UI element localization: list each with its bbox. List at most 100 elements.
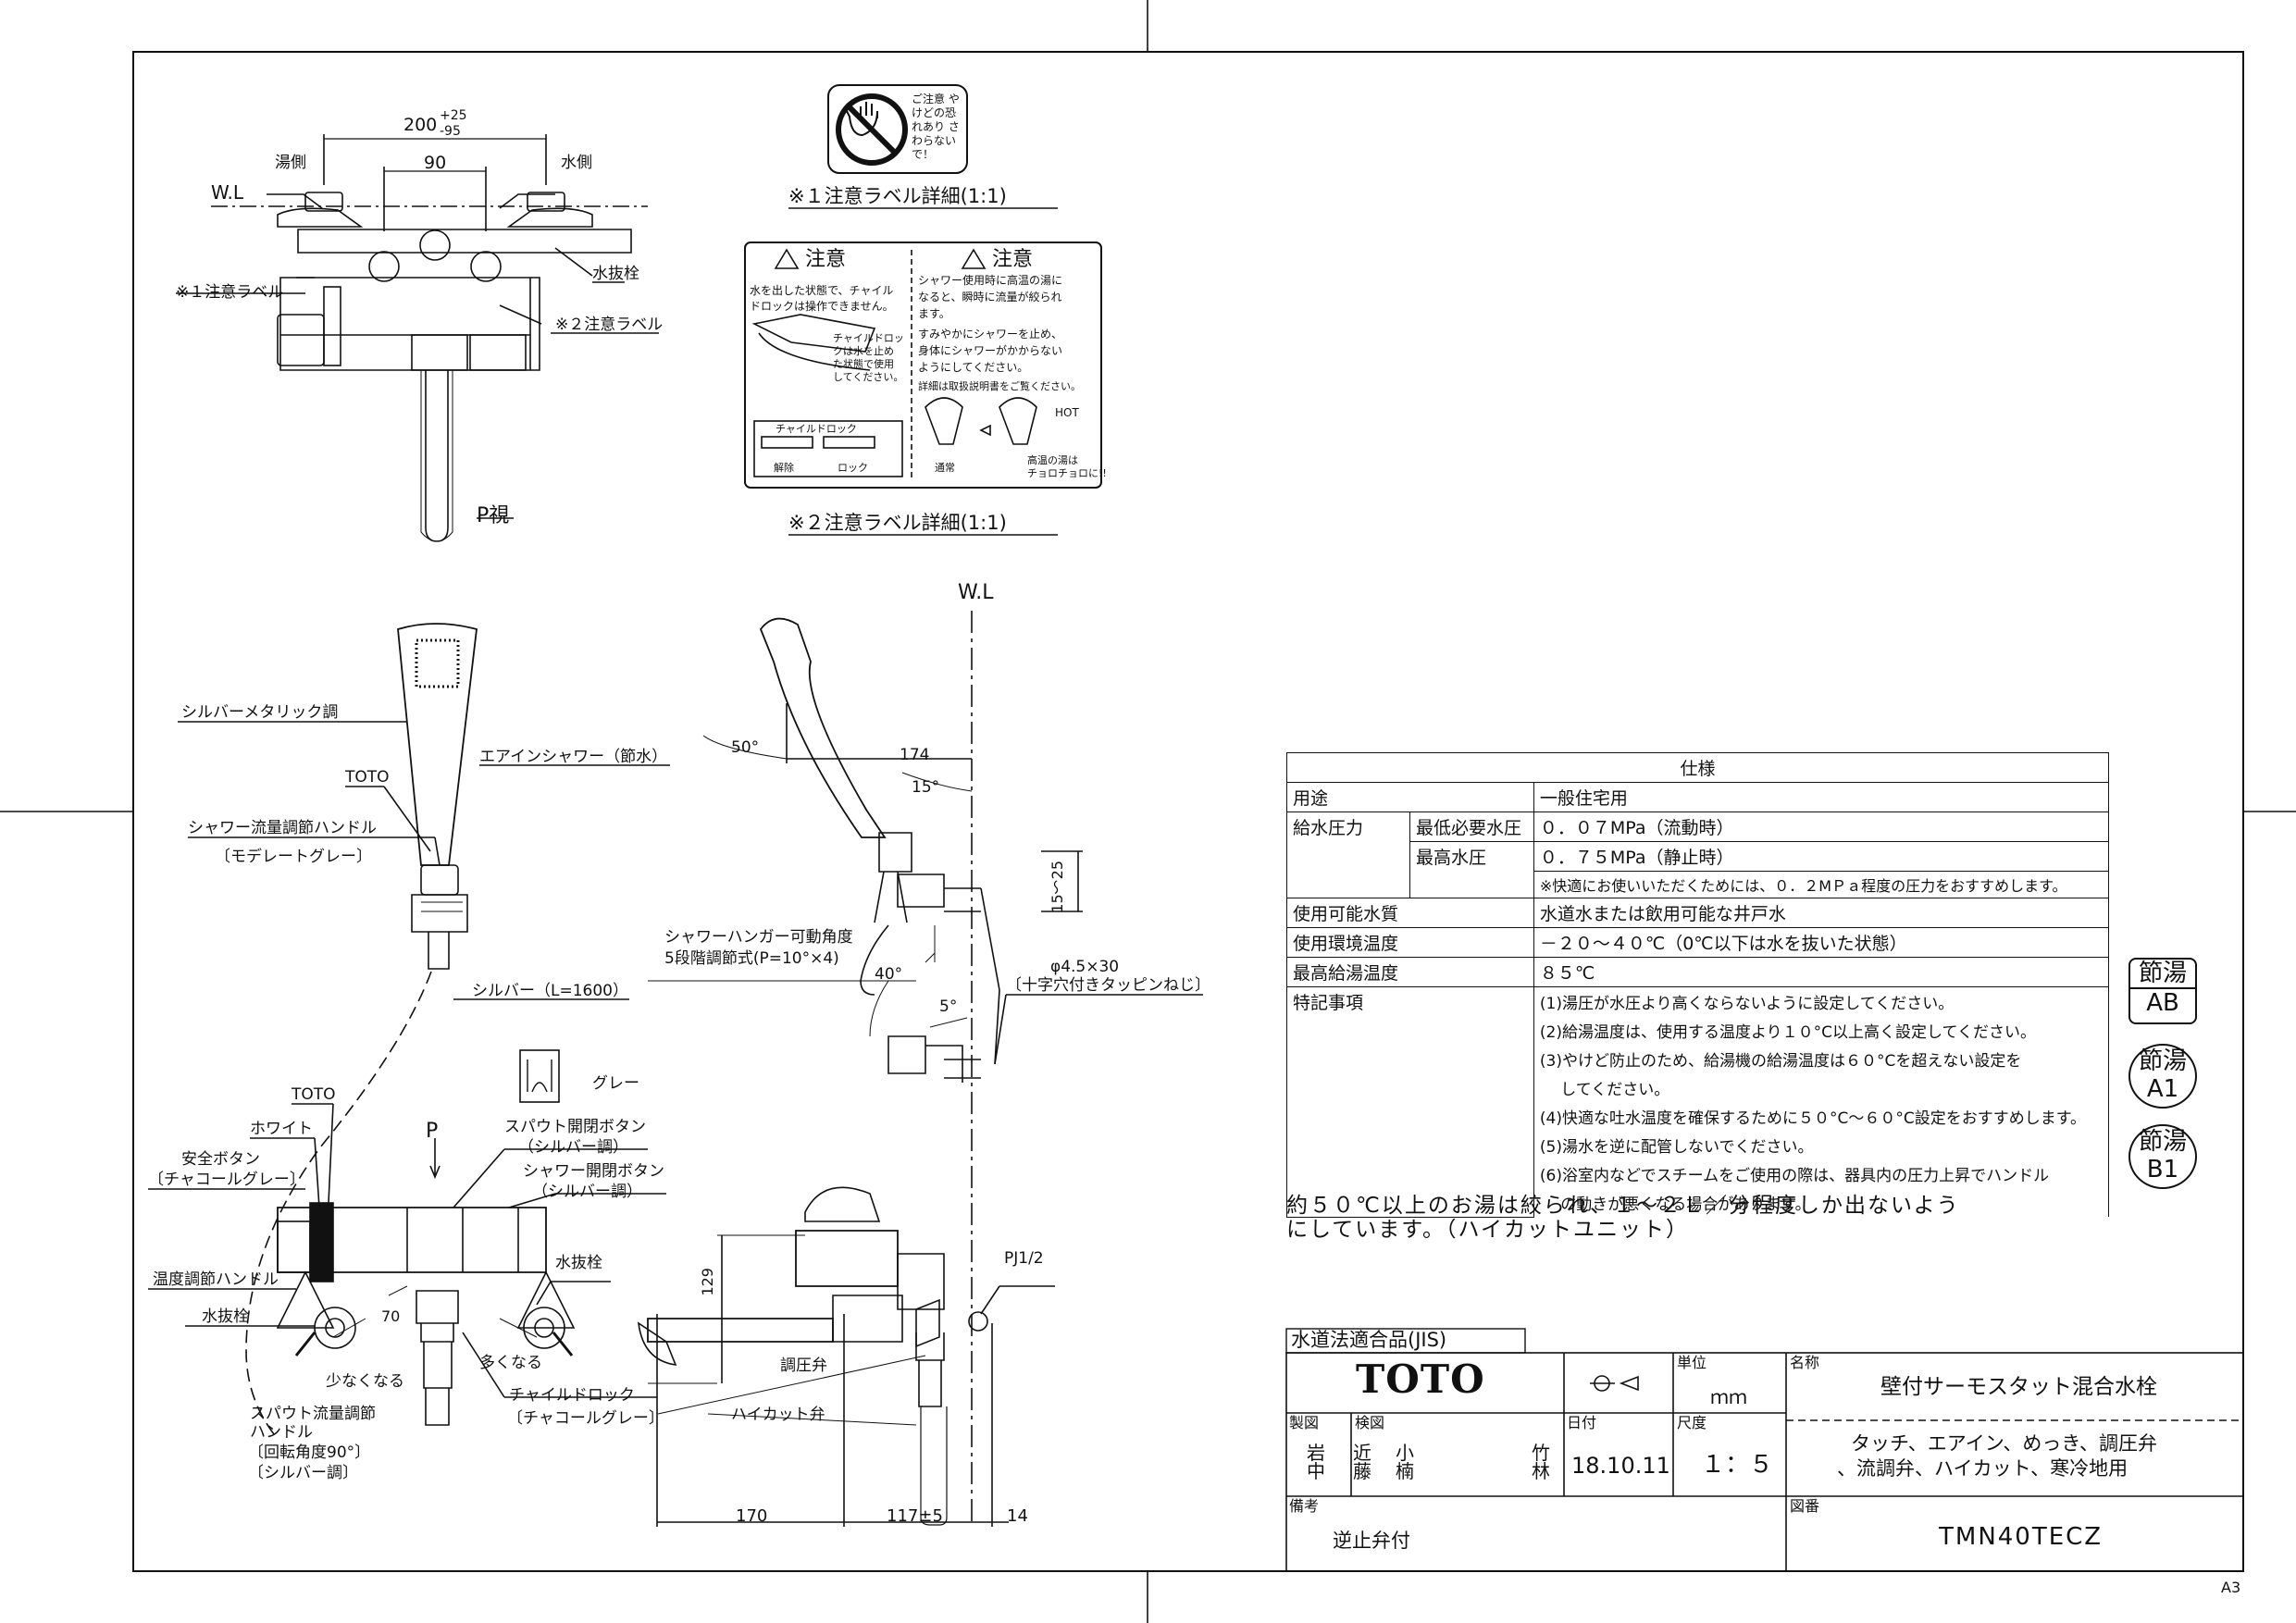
- caution2-hot-note-2: チョロチョロに!!: [1027, 467, 1107, 479]
- caution2-child-note-4: してください。: [833, 371, 904, 383]
- spec-env-key: 使用環境温度: [1286, 927, 1534, 958]
- label-less: 少なくなる: [326, 1372, 404, 1391]
- caution2-child-note-1: チャイルドロッ: [833, 332, 904, 344]
- titleblock-checked-value-3: 竹林: [1532, 1442, 1550, 1482]
- caution2-lock-title: チャイルドロック: [776, 423, 857, 435]
- titleblock-drafted-key: 製図: [1289, 1414, 1320, 1431]
- spec-min-key: 最低必要水圧: [1409, 812, 1534, 842]
- dim-tol-plus: +25: [440, 108, 467, 123]
- caution2-right-text-5: 身体にシャワーがかからない: [918, 344, 1063, 357]
- label-screw: φ4.5×30: [1050, 958, 1120, 976]
- spec-max-value: ０．７５MPa（静止時）: [1533, 841, 2110, 872]
- label-pressure-valve: 調圧弁: [780, 1357, 827, 1375]
- spec-env-value: －２０～４０℃（0℃以下は水を抜いた状態）: [1533, 927, 2110, 958]
- label-safety-button-color: 〔チャコールグレー〕: [148, 1171, 305, 1189]
- spec-pressure-note: ※快適にお使いいただくためには、０．２MＰａ程度の圧力をおすすめします。: [1533, 871, 2110, 898]
- caution2-hot-label: HOT: [1055, 406, 1079, 419]
- caution2-left-text-1: 水を出した状態で、チャイル: [750, 284, 894, 297]
- label-aerin-shower: エアインシャワー（節水）: [479, 748, 668, 766]
- caution2-normal: 通常: [935, 462, 955, 474]
- label-safety-button: 安全ボタン: [181, 1150, 260, 1169]
- spec-hot-value: ８５℃: [1533, 957, 2110, 987]
- badge-b1: 節湯 B1: [2128, 1124, 2197, 1189]
- label-caution-2: ※２注意ラベル: [555, 316, 664, 334]
- titleblock-drafted-value: 岩中: [1307, 1442, 1325, 1482]
- caution2-right-text-7: 詳細は取扱説明書をご覧ください。: [918, 380, 1081, 392]
- caution2-right-text-3: ます。: [918, 307, 950, 320]
- titleblock-date-value: 18.10.11: [1571, 1453, 1670, 1479]
- caution2-detail-title: ※２注意ラベル詳細(1:1): [788, 512, 1007, 534]
- label-white: ホワイト: [250, 1120, 313, 1138]
- badge-ab-top: 節湯: [2138, 960, 2187, 987]
- dim-angle-15: 15°: [912, 778, 940, 797]
- label-drain-plug-top: 水抜栓: [592, 265, 639, 283]
- spec-note-7: (6)浴室内などでスチームをご使用の際は、器具内の圧力上昇でハンドル: [1533, 1159, 2110, 1188]
- label-cold-side: 水側: [561, 154, 592, 172]
- titleblock-scale-key: 尺度: [1677, 1414, 1707, 1431]
- label-temp-handle: 温度調節ハンドル: [153, 1270, 279, 1289]
- spec-note-6: (5)湯水を逆に配管しないでください。: [1533, 1131, 2110, 1159]
- label-spout-button-color: （シルバー調）: [518, 1138, 628, 1157]
- caution2-right-title: 注意: [992, 248, 1034, 271]
- spec-title: 仕様: [1286, 752, 2109, 783]
- titleblock-remarks-key: 備考: [1289, 1497, 1320, 1515]
- label-toto-2: TOTO: [292, 1085, 336, 1104]
- label-drain-plug-mid: 水抜栓: [555, 1254, 602, 1272]
- badge-a1: 節湯 A1: [2128, 1044, 2197, 1109]
- spec-max-key: 最高水圧: [1409, 841, 1534, 898]
- label-hanger-2: 5段階調節式(P=10°×4): [664, 949, 839, 968]
- label-hot-side: 湯側: [275, 154, 306, 172]
- label-pj: PJ1/2: [1004, 1249, 1044, 1268]
- titleblock-drawing-value: TMN40TECZ: [1939, 1523, 2104, 1551]
- label-shower-button-color: （シルバー調）: [532, 1183, 642, 1201]
- titleblock-name-value: 壁付サーモスタット混合水栓: [1880, 1375, 2157, 1399]
- caution2-right-text-4: すみやかにシャワーを止め、: [918, 328, 1063, 341]
- label-toto: TOTO: [345, 768, 390, 787]
- badge-ab-bottom: AB: [2130, 987, 2195, 1017]
- spec-note-5: (4)快適な吐水温度を確保するために５０°C～６０°C設定をおすすめします。: [1533, 1102, 2110, 1131]
- caution2-lock: ロック: [838, 462, 868, 474]
- label-spout-flow-3: 〔回転角度90°〕: [248, 1443, 371, 1462]
- label-wl-2: W.L: [958, 581, 994, 604]
- caution1-detail-title: ※１注意ラベル詳細(1:1): [788, 185, 1007, 207]
- titleblock-date-key: 日付: [1567, 1414, 1597, 1431]
- dim-inner: 90: [424, 153, 447, 173]
- titleblock-name-key: 名称: [1790, 1354, 1820, 1371]
- label-more: 多くなる: [479, 1354, 542, 1372]
- caution2-right-text-1: シャワー使用時に高温の湯に: [918, 274, 1063, 287]
- caution2-right-text-6: ようにしてください。: [918, 361, 1029, 374]
- label-silver-hose: シルバー（L=1600）: [472, 982, 628, 1000]
- titleblock-unit-value: ｍｍ: [1710, 1386, 1747, 1408]
- label-p: P: [426, 1120, 439, 1143]
- label-p-view: P視: [477, 504, 510, 527]
- dim-angle-5: 5°: [939, 997, 958, 1016]
- caution2-child-note-2: クは水を止め: [833, 345, 894, 357]
- spec-water-value: 水道水または飲用可能な井戸水: [1533, 898, 2110, 928]
- label-gray: グレー: [592, 1074, 639, 1093]
- label-drain-plug-left: 水抜栓: [202, 1307, 249, 1326]
- titleblock-checked-value-2: 小楠: [1396, 1442, 1414, 1482]
- label-spout-button: スパウト開閉ボタン: [504, 1118, 646, 1136]
- dim-117: 117±5: [887, 1506, 943, 1526]
- dim-tol-minus: -95: [440, 124, 461, 139]
- spec-note-2: (2)給湯温度は、使用する温度より１０°C以上高く設定してください。: [1533, 1016, 2110, 1045]
- spec-hot-key: 最高給湯温度: [1286, 957, 1534, 987]
- titleblock-remarks-value: 逆止弁付: [1333, 1530, 1410, 1552]
- label-moderate-gray: 〔モデレートグレー〕: [215, 848, 372, 866]
- spec-note-8: の動きが悪くなる場合があります。: [1533, 1188, 2110, 1217]
- label-highcut-valve: ハイカット弁: [731, 1406, 825, 1424]
- label-shower-button: シャワー開閉ボタン: [523, 1162, 664, 1181]
- titleblock-checked-value-1: 近藤: [1353, 1442, 1371, 1482]
- label-child-lock: チャイルドロック: [509, 1386, 635, 1405]
- dim-170: 170: [736, 1506, 768, 1526]
- dim-angle-40: 40°: [875, 965, 903, 984]
- dim-angle-50: 50°: [731, 738, 760, 757]
- caution2-child-note-3: た状態で使用: [833, 358, 894, 370]
- label-shower-flow-handle: シャワー流量調節ハンドル: [188, 819, 377, 837]
- spec-note-4: してください。: [1533, 1073, 2110, 1102]
- badge-b1-top: 節湯: [2138, 1128, 2187, 1156]
- titleblock-unit-key: 単位: [1677, 1354, 1707, 1371]
